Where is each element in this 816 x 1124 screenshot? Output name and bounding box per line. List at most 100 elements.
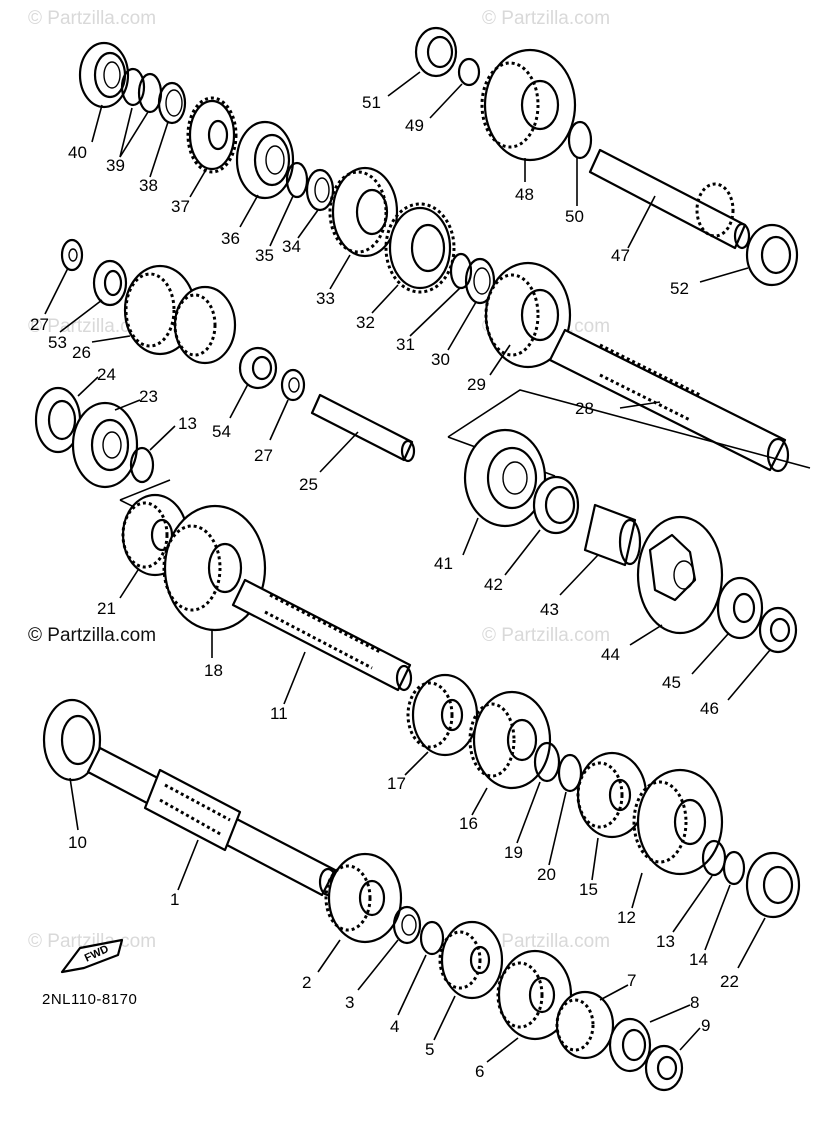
- callout-30[interactable]: 30: [431, 350, 450, 369]
- part-48-gear[interactable]: [480, 48, 577, 162]
- part-53-bearing[interactable]: [92, 259, 128, 307]
- callout-32[interactable]: 32: [356, 313, 375, 332]
- callout-41[interactable]: 41: [434, 554, 453, 573]
- callout-13[interactable]: 13: [178, 414, 197, 433]
- callout-21[interactable]: 21: [97, 599, 116, 618]
- callout-29[interactable]: 29: [467, 375, 486, 394]
- callout-9[interactable]: 9: [701, 1016, 710, 1035]
- part-35-circlip[interactable]: [285, 161, 309, 199]
- part-46-nut[interactable]: [758, 606, 798, 654]
- part-28-main-axle[interactable]: [548, 328, 790, 473]
- callout-13[interactable]: 13: [656, 932, 675, 951]
- callout-11[interactable]: 11: [270, 704, 288, 723]
- callout-42[interactable]: 42: [484, 575, 503, 594]
- part-29-gear[interactable]: [484, 261, 572, 369]
- part-22-bearing[interactable]: [745, 851, 801, 919]
- callout-27[interactable]: 27: [254, 446, 273, 465]
- callout-46[interactable]: 46: [700, 699, 719, 718]
- part-33-gear[interactable]: [328, 166, 399, 258]
- part-27-washer-mid[interactable]: [280, 368, 306, 402]
- callout-28[interactable]: 28: [575, 399, 594, 418]
- part-17-gear[interactable]: [406, 673, 479, 757]
- part-5-gear[interactable]: [438, 920, 504, 1000]
- callout-15[interactable]: 15: [579, 880, 598, 899]
- callout-10[interactable]: 10: [68, 833, 87, 852]
- part-44-sprocket[interactable]: [636, 515, 724, 635]
- callout-8[interactable]: 8: [690, 993, 699, 1012]
- part-12-gear[interactable]: [632, 768, 724, 876]
- callout-45[interactable]: 45: [662, 673, 681, 692]
- callout-44[interactable]: 44: [601, 645, 620, 664]
- callout-20[interactable]: 20: [537, 865, 556, 884]
- callout-23[interactable]: 23: [139, 387, 158, 406]
- part-26-gear[interactable]: [123, 264, 237, 365]
- part-30-washer[interactable]: [464, 257, 496, 305]
- part-34-washer[interactable]: [305, 168, 335, 212]
- part-13-washer-mid[interactable]: [129, 446, 155, 484]
- part-51-bearing[interactable]: [414, 26, 458, 78]
- part-7-gear[interactable]: [555, 990, 615, 1060]
- part-8-bearing[interactable]: [608, 1017, 652, 1073]
- callout-36[interactable]: 36: [221, 229, 240, 248]
- callout-49[interactable]: 49: [405, 116, 424, 135]
- part-3-washer[interactable]: [392, 905, 422, 945]
- part-37-gear[interactable]: [186, 96, 238, 174]
- callout-53[interactable]: 53: [48, 333, 67, 352]
- part-45-lock-washer[interactable]: [716, 576, 764, 640]
- part-14-circlip[interactable]: [722, 850, 746, 886]
- callout-14[interactable]: 14: [689, 950, 708, 969]
- part-42-seal[interactable]: [532, 475, 580, 535]
- part-31-circlip[interactable]: [449, 252, 473, 290]
- part-36-gear[interactable]: [235, 120, 295, 200]
- part-38-washer[interactable]: [157, 81, 187, 125]
- part-6-gear[interactable]: [496, 949, 573, 1041]
- part-41-bearing[interactable]: [463, 428, 547, 528]
- callout-51[interactable]: 51: [362, 93, 381, 112]
- part-20-circlip[interactable]: [557, 753, 583, 793]
- callout-22[interactable]: 22: [720, 972, 739, 991]
- callout-35[interactable]: 35: [255, 246, 274, 265]
- callout-1[interactable]: 1: [170, 890, 179, 909]
- part-23-bearing[interactable]: [71, 401, 139, 489]
- callout-54[interactable]: 54: [212, 422, 231, 441]
- part-43-collar[interactable]: [583, 503, 642, 567]
- part-10-bearing[interactable]: [42, 698, 102, 782]
- part-9-seal[interactable]: [644, 1044, 684, 1092]
- callout-12[interactable]: 12: [617, 908, 636, 927]
- callout-38[interactable]: 38: [139, 176, 158, 195]
- callout-27[interactable]: 27: [30, 315, 49, 334]
- callout-31[interactable]: 31: [396, 335, 415, 354]
- part-32-gear[interactable]: [384, 202, 456, 294]
- part-4-circlip[interactable]: [419, 920, 445, 956]
- part-49-washer[interactable]: [457, 57, 481, 87]
- part-47-axle[interactable]: [588, 148, 751, 250]
- callout-24[interactable]: 24: [97, 365, 116, 384]
- callout-4[interactable]: 4: [390, 1017, 399, 1036]
- callout-34[interactable]: 34: [282, 237, 301, 256]
- part-2-gear[interactable]: [324, 852, 403, 944]
- callout-7[interactable]: 7: [627, 971, 636, 990]
- callout-6[interactable]: 6: [475, 1062, 484, 1081]
- part-25-shaft[interactable]: [310, 393, 416, 463]
- callout-19[interactable]: 19: [504, 843, 523, 862]
- callout-16[interactable]: 16: [459, 814, 478, 833]
- callout-2[interactable]: 2: [302, 973, 311, 992]
- part-16-gear[interactable]: [468, 690, 552, 790]
- callout-37[interactable]: 37: [171, 197, 190, 216]
- callout-52[interactable]: 52: [670, 279, 689, 298]
- part-11-axle[interactable]: [231, 578, 413, 692]
- callout-18[interactable]: 18: [204, 661, 223, 680]
- part-1-axle[interactable]: [86, 746, 338, 897]
- callout-48[interactable]: 48: [515, 185, 534, 204]
- callout-5[interactable]: 5: [425, 1040, 434, 1059]
- callout-50[interactable]: 50: [565, 207, 584, 226]
- callout-43[interactable]: 43: [540, 600, 559, 619]
- part-40-bearing[interactable]: [78, 41, 130, 109]
- callout-40[interactable]: 40: [68, 143, 87, 162]
- part-52-bearing[interactable]: [745, 223, 799, 287]
- callout-47[interactable]: 47: [611, 246, 630, 265]
- part-27-washer-top[interactable]: [60, 238, 84, 272]
- part-15-gear[interactable]: [576, 751, 648, 839]
- callout-17[interactable]: 17: [387, 774, 406, 793]
- part-54-bearing[interactable]: [238, 346, 278, 390]
